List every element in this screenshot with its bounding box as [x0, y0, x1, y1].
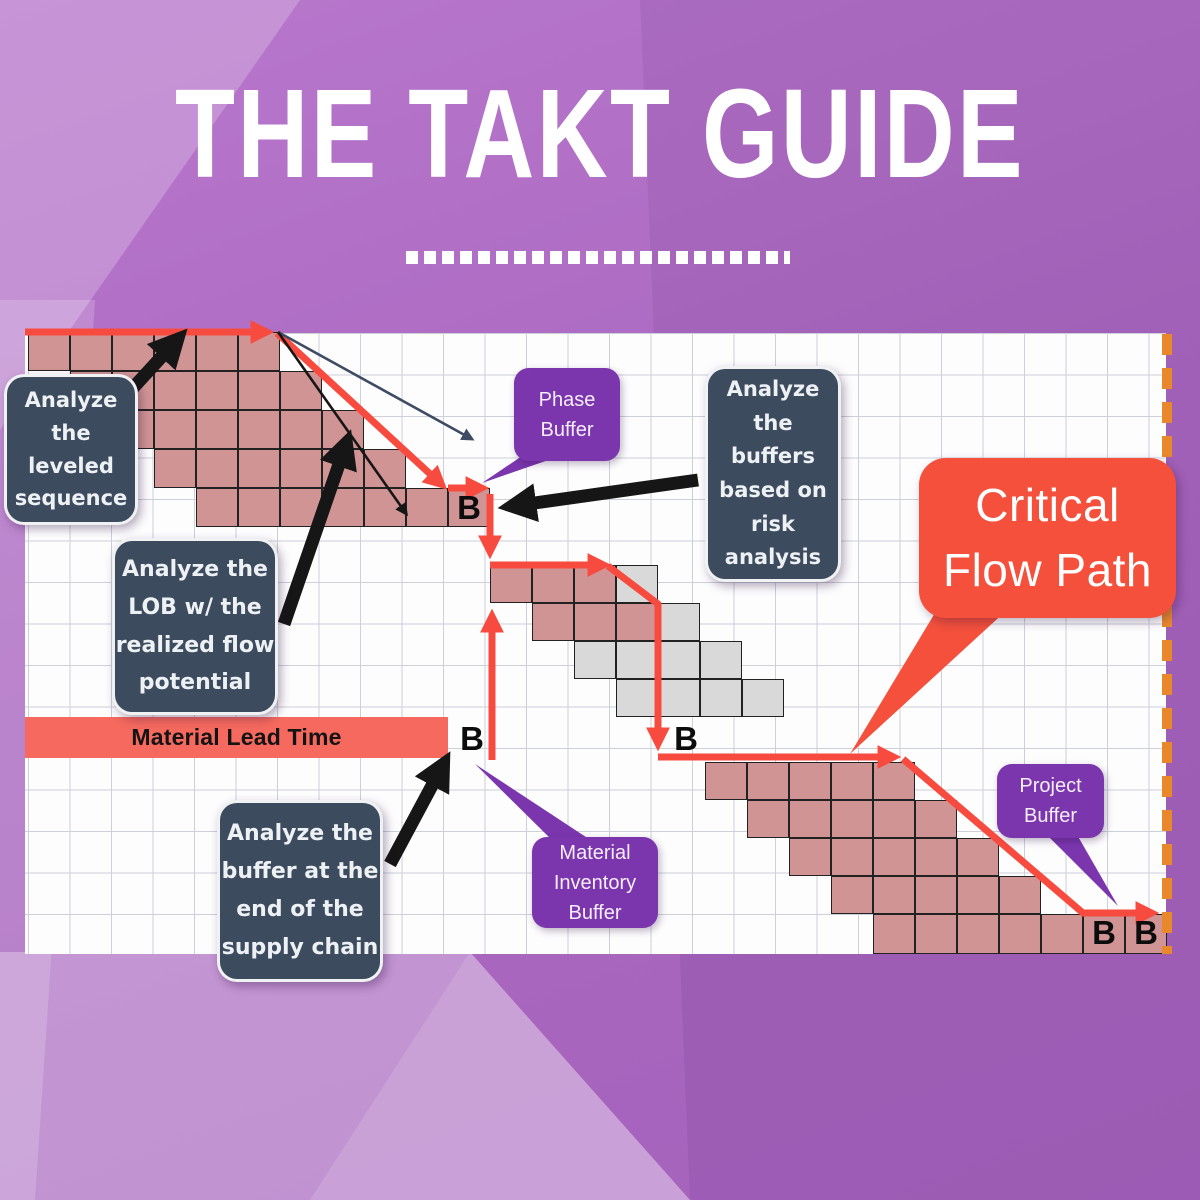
lob-fan-line [277, 330, 475, 441]
takt-cell-gray [574, 641, 616, 679]
material-lead-time-bar: Material Lead Time [25, 717, 448, 758]
buffer-letter: B [460, 720, 484, 757]
takt-cell-gray [658, 603, 700, 641]
critical-path-segment [605, 563, 670, 752]
callout-material-inventory-buffer: Material Inventory Buffer [532, 837, 658, 928]
takt-cell-pink [831, 838, 873, 876]
callout-pointer-arrow [384, 751, 451, 868]
takt-cell-pink [196, 410, 238, 449]
takt-cell-pink [873, 838, 915, 876]
page-title: THE TAKT GUIDE [175, 63, 1025, 204]
takt-cell-pink [196, 449, 238, 488]
takt-cell-pink [831, 800, 873, 838]
callout-phase-buffer: Phase Buffer [514, 368, 620, 461]
takt-cell-pink [532, 565, 574, 603]
takt-cell-pink [196, 371, 238, 410]
annotation-arrows [127, 328, 699, 868]
takt-cell-pink [238, 371, 280, 410]
takt-cell-pink [915, 876, 957, 914]
takt-cell-pink [705, 762, 747, 800]
takt-cell-pink [238, 449, 280, 488]
takt-cell-pink [915, 838, 957, 876]
takt-cell-pink [957, 838, 999, 876]
buffer-letter: B [1092, 914, 1116, 951]
takt-cell-pink [873, 876, 915, 914]
takt-cell-pink [873, 914, 915, 954]
callout-leveled-sequence: Analyze the leveled sequence [4, 374, 138, 525]
buffer-letter: B [1134, 914, 1158, 951]
callout-tail [475, 764, 592, 846]
callout-critical-flow-path: Critical Flow Path [919, 458, 1176, 618]
takt-cell-pink [915, 800, 957, 838]
takt-cell-gray [658, 679, 700, 717]
callout-lob-flow-potential: Analyze the LOB w/ the realized flow pot… [112, 538, 278, 715]
buffer-letter: B [674, 720, 698, 757]
takt-cell-pink [1083, 914, 1125, 954]
takt-cell-pink [831, 762, 873, 800]
takt-cell-pink [789, 838, 831, 876]
takt-cell-pink [999, 876, 1041, 914]
material-lead-time-label: Material Lead Time [131, 724, 342, 750]
lob-fan-line [276, 331, 408, 517]
takt-cell-pink [196, 488, 238, 527]
takt-cell-gray [616, 679, 658, 717]
callout-project-buffer: Project Buffer [997, 764, 1104, 838]
finish-dashed-line [1162, 334, 1172, 954]
callout-pointer-arrow [127, 328, 188, 394]
critical-path-segment [274, 330, 448, 490]
takt-cell-pink [747, 800, 789, 838]
takt-cell-pink [154, 410, 196, 449]
takt-cell-pink [280, 449, 322, 488]
takt-cell-pink [532, 603, 574, 641]
takt-cell-pink [957, 876, 999, 914]
callout-supply-chain-buffer: Analyze the buffer at the end of the sup… [217, 800, 383, 982]
takt-cell-pink [574, 603, 616, 641]
takt-cell-pink [70, 332, 112, 371]
line-of-balance-lines [276, 330, 475, 517]
takt-cell-pink [154, 449, 196, 488]
takt-cell-pink [873, 800, 915, 838]
critical-flow-path-lines [25, 320, 1160, 925]
takt-cell-pink [789, 800, 831, 838]
takt-cell-pink [789, 762, 831, 800]
buffer-letter: B [457, 489, 481, 526]
takt-cell-pink [1041, 914, 1083, 954]
takt-cell-pink [154, 371, 196, 410]
takt-cell-pink [238, 410, 280, 449]
takt-cell-pink [915, 914, 957, 954]
takt-cell-gray [700, 641, 742, 679]
takt-cell-gray [700, 679, 742, 717]
takt-cell-pink [238, 488, 280, 527]
callout-risk-analysis: Analyze the buffers based on risk analys… [705, 366, 841, 582]
takt-cell-gray [742, 679, 784, 717]
callout-pointer-arrow [497, 473, 699, 523]
takt-cell-pink [747, 762, 789, 800]
takt-cell-pink [957, 914, 999, 954]
callout-pointer-arrow [277, 429, 357, 627]
takt-cell-pink [831, 876, 873, 914]
callout-tail [1038, 826, 1118, 906]
title-dashed-divider [406, 251, 790, 264]
callout-tail [850, 598, 1020, 754]
critical-path-segment [900, 756, 1160, 925]
takt-cell-pink [999, 914, 1041, 954]
takt-cell-pink [280, 371, 322, 410]
takt-cell-gray [616, 641, 658, 679]
